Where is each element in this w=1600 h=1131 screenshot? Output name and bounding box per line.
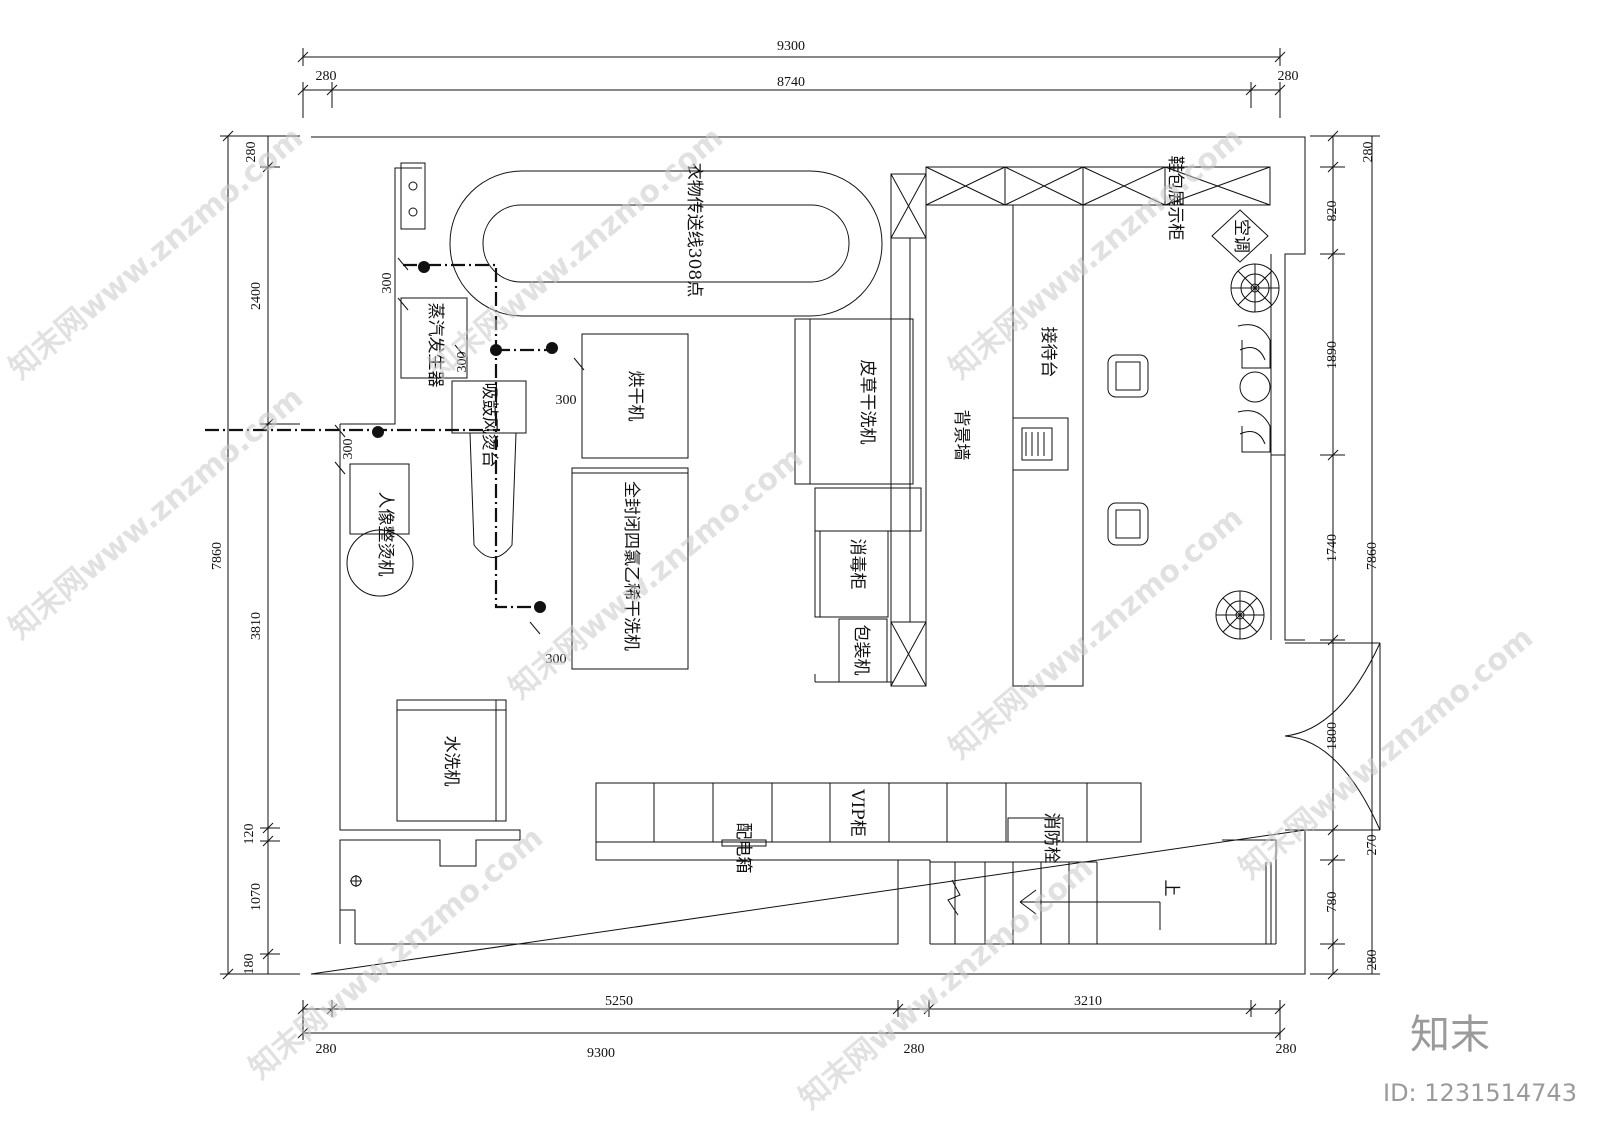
stair-up-label: 上	[1161, 880, 1181, 897]
dryer-box	[582, 334, 688, 458]
dim-top-left-margin: 280	[316, 69, 337, 84]
watermark-text-2: 知末网www.znzmo.com	[423, 120, 730, 386]
packing-machine-shape	[815, 619, 893, 682]
outer-walls	[311, 137, 1305, 974]
dim-left-1070: 1070	[249, 883, 264, 911]
shoe-display-label: 鞋包展示柜	[1165, 156, 1185, 241]
window-seats	[1238, 325, 1270, 452]
dim-bottom-280-mid: 280	[904, 1042, 925, 1057]
conveyor-label: 衣物传送线308点	[684, 163, 704, 297]
dim-pipe-300-a: 300	[380, 273, 395, 294]
watermark-layer: 知末网www.znzmo.com 知末网www.znzmo.com 知末网www…	[3, 120, 1540, 1116]
top-dimensions	[298, 48, 1285, 118]
shoe-display-shape	[926, 167, 1270, 205]
vip-cabinet-row	[596, 783, 1141, 860]
right-dimensions	[1310, 131, 1380, 979]
dim-right-780: 780	[1325, 892, 1340, 913]
dim-top-total: 9300	[777, 39, 805, 54]
dim-right-280-top: 280	[1361, 142, 1376, 163]
steam-generator-box	[401, 298, 467, 378]
vip-cabinet-label: VIP柜	[847, 788, 867, 836]
dim-pipe-300-d: 300	[341, 439, 356, 460]
dim-left-120: 120	[242, 824, 257, 845]
watermark-text-3: 知末网www.znzmo.com	[943, 120, 1250, 386]
entrance-door	[1285, 643, 1380, 830]
dryer-label: 烘干机	[625, 371, 645, 422]
leather-cleaner-label: 皮草干洗机	[857, 360, 877, 445]
leather-cleaner-shape	[795, 319, 913, 484]
dim-right-7860: 7860	[1365, 542, 1380, 570]
fire-hydrant-label: 消防栓	[1041, 813, 1061, 864]
dry-cleaner-shape	[572, 468, 688, 669]
conveyor-track	[450, 171, 882, 316]
plant-icon-1	[1231, 264, 1279, 312]
dim-right-1740: 1740	[1325, 534, 1340, 562]
reception-counter	[1013, 205, 1083, 686]
plant-icon-2	[1216, 591, 1264, 639]
dim-pipe-300-c: 300	[556, 393, 577, 408]
sink-cabinet	[401, 163, 425, 229]
watermark-text-8: 知末网www.znzmo.com	[793, 850, 1100, 1116]
portrait-ironer-label: 人像整烫机	[375, 492, 395, 577]
washer-shape	[397, 700, 506, 821]
cabinet-block	[815, 488, 921, 531]
bottom-dimensions	[298, 1000, 1285, 1040]
watermark-text-9: 知末网www.znzmo.com	[1233, 620, 1540, 886]
right-window-bottom	[1266, 862, 1271, 944]
watermark-text-5: 知末网www.znzmo.com	[503, 440, 810, 706]
disinfect-cabinet-label: 消毒柜	[847, 539, 867, 590]
aircon-shape	[1212, 210, 1268, 262]
pipe-nodes	[372, 261, 558, 613]
washer-label: 水洗机	[441, 736, 461, 787]
portrait-ironer-shape	[347, 464, 413, 596]
back-wall-partition	[891, 174, 926, 686]
dim-right-280-bottom: 280	[1365, 950, 1380, 971]
dim-bottom-5250: 5250	[605, 994, 633, 1009]
brand-logo: 知末	[1410, 1012, 1490, 1058]
dim-left-7860: 7860	[210, 542, 225, 570]
dim-right-1890: 1890	[1325, 341, 1340, 369]
dim-top-right-margin: 280	[1278, 69, 1299, 84]
reception-label: 接待台	[1038, 327, 1058, 378]
ironing-table-label: 吸鼓风烫台	[479, 383, 499, 468]
id-label: ID: 1231514743	[1383, 1079, 1577, 1107]
distribution-box-label: 配电箱	[733, 823, 753, 874]
disinfect-cabinet-shape	[815, 531, 888, 617]
dim-pipe-300-e: 300	[546, 652, 567, 667]
dim-left-180: 180	[242, 954, 257, 975]
dim-pipe-300-b: 300	[455, 352, 470, 373]
dim-right-270: 270	[1365, 835, 1380, 856]
dim-bottom-280-left: 280	[316, 1042, 337, 1057]
dim-bottom-280-right: 280	[1276, 1042, 1297, 1057]
dim-top-inner: 8740	[777, 75, 805, 90]
dim-bottom-3210: 3210	[1074, 994, 1102, 1009]
watermark-text-4: 知末网www.znzmo.com	[3, 380, 310, 646]
dim-bottom-9300: 9300	[587, 1046, 615, 1061]
pipe-dim-marks	[335, 258, 584, 634]
dim-left-280-top: 280	[244, 142, 259, 163]
packing-machine-label: 包装机	[851, 625, 871, 676]
dim-left-3810: 3810	[249, 612, 264, 640]
pipe-line	[205, 265, 552, 607]
left-dimensions	[220, 131, 300, 979]
watermark-text-1: 知末网www.znzmo.com	[3, 120, 310, 386]
stool-icon-2	[1108, 503, 1148, 545]
bottom-left-counter	[340, 840, 898, 944]
steam-generator-label: 蒸汽发生器	[425, 303, 445, 388]
dim-right-1800: 1800	[1325, 722, 1340, 750]
dry-cleaner-label: 全封闭四氯乙稀干洗机	[621, 481, 641, 651]
watermark-text-6: 知末网www.znzmo.com	[943, 500, 1250, 766]
watermark-text-7: 知末网www.znzmo.com	[243, 820, 550, 1086]
dim-right-820: 820	[1325, 201, 1340, 222]
dim-left-2400: 2400	[249, 282, 264, 310]
stool-icon-1	[1108, 355, 1148, 397]
back-wall-label: 背景墙	[951, 410, 971, 461]
staircase	[930, 862, 1160, 944]
aircon-label: 空调	[1231, 219, 1251, 253]
